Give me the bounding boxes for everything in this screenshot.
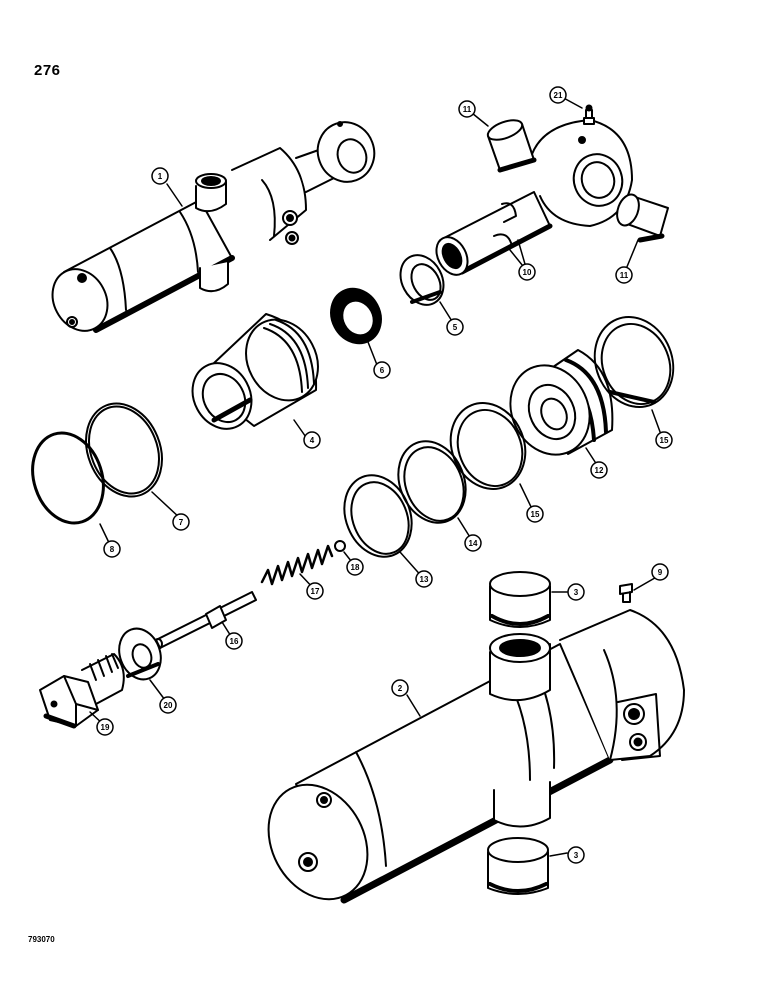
check-pin-16 — [153, 591, 257, 650]
svg-text:6: 6 — [380, 366, 385, 375]
svg-text:21: 21 — [554, 91, 563, 100]
cylinder-tube-lower — [267, 609, 685, 904]
callout-2: 2 — [391, 679, 409, 697]
callout-8: 8 — [103, 540, 121, 558]
plug-bolt-19 — [39, 653, 125, 729]
callout-10: 10 — [518, 263, 536, 281]
head-gland-4 — [191, 313, 319, 430]
svg-text:19: 19 — [101, 723, 110, 732]
callout-17: 17 — [306, 582, 324, 600]
callout-5: 5 — [446, 318, 464, 336]
svg-text:3: 3 — [574, 588, 579, 597]
figure-code: 793070 — [28, 935, 55, 944]
callout-16: 16 — [225, 632, 243, 650]
callout-20: 20 — [159, 696, 177, 714]
svg-text:18: 18 — [351, 563, 360, 572]
page-number: 276 — [34, 62, 61, 79]
bushing-11-right — [616, 193, 669, 243]
bushing-3-lower — [487, 837, 549, 895]
svg-text:8: 8 — [110, 545, 115, 554]
callout-19: 19 — [96, 718, 114, 736]
svg-text:17: 17 — [311, 587, 320, 596]
washer-20 — [118, 627, 162, 681]
callout-18: 18 — [346, 558, 364, 576]
svg-text:7: 7 — [179, 518, 184, 527]
piston-12 — [509, 349, 614, 456]
svg-text:11: 11 — [620, 271, 629, 280]
callout-15-right: 15 — [655, 431, 673, 449]
svg-text:3: 3 — [574, 851, 579, 860]
wear-ring-15-right — [593, 316, 675, 408]
bushing-11-upper — [486, 119, 537, 173]
callout-3-lower: 3 — [567, 846, 585, 864]
cylinder-tube-upper — [51, 121, 376, 333]
svg-text:16: 16 — [230, 637, 239, 646]
svg-text:2: 2 — [398, 684, 403, 693]
callout-11-right: 11 — [615, 266, 633, 284]
washer-5 — [399, 254, 445, 306]
callout-6: 6 — [373, 361, 391, 379]
grease-fitting-21 — [583, 104, 595, 125]
seal-6 — [330, 287, 382, 345]
callout-7: 7 — [172, 513, 190, 531]
callout-1: 1 — [151, 167, 169, 185]
svg-text:9: 9 — [658, 568, 663, 577]
callout-4: 4 — [303, 431, 321, 449]
svg-text:10: 10 — [523, 268, 532, 277]
wear-ring-15-mid — [449, 402, 527, 490]
svg-text:13: 13 — [420, 575, 429, 584]
backup-ring-14 — [397, 440, 467, 524]
svg-text:15: 15 — [660, 436, 669, 445]
seal-ring-13 — [343, 474, 413, 558]
callout-9: 9 — [651, 563, 669, 581]
ball-18 — [334, 540, 346, 552]
bushing-3-upper — [489, 571, 551, 628]
svg-text:11: 11 — [463, 105, 472, 114]
callout-13: 13 — [415, 570, 433, 588]
callout-3-upper: 3 — [567, 583, 585, 601]
callout-14: 14 — [464, 534, 482, 552]
grease-fitting-9 — [619, 583, 633, 603]
callout-15-mid: 15 — [526, 505, 544, 523]
svg-text:20: 20 — [164, 701, 173, 710]
svg-text:4: 4 — [310, 436, 315, 445]
svg-text:1: 1 — [158, 172, 163, 181]
svg-text:14: 14 — [469, 539, 478, 548]
svg-text:12: 12 — [595, 466, 604, 475]
callout-11-upper: 11 — [458, 100, 476, 118]
callout-21: 21 — [549, 86, 567, 104]
svg-text:5: 5 — [453, 323, 458, 332]
backup-ring-7 — [85, 402, 163, 498]
rod-eye-assembly — [435, 104, 669, 276]
callout-12: 12 — [590, 461, 608, 479]
spring-17 — [260, 544, 334, 586]
svg-text:15: 15 — [531, 510, 540, 519]
o-ring-8 — [31, 431, 105, 525]
